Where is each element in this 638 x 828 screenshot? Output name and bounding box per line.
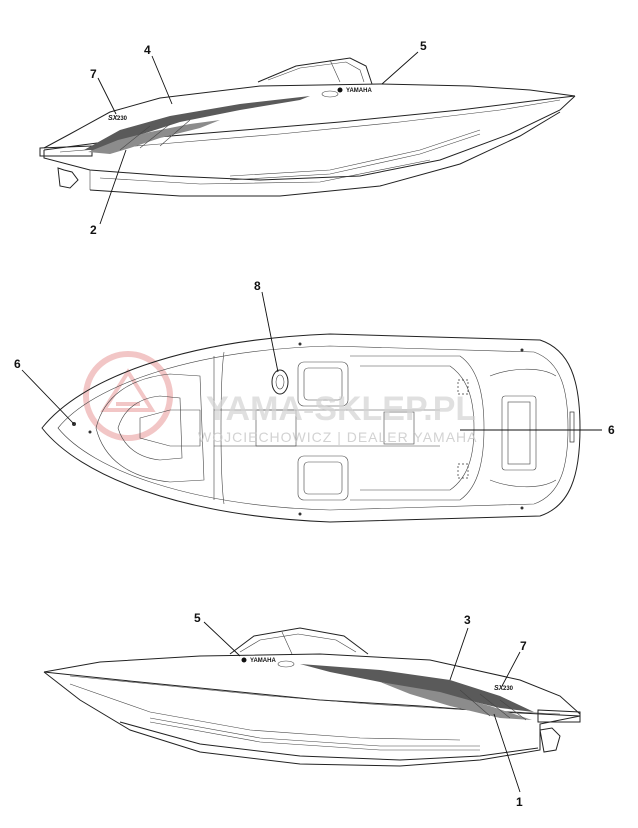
callout-2-top: 2 xyxy=(90,223,97,237)
callout-6-plan-bow: 6 xyxy=(14,357,21,371)
model-badge-stbd: SX xyxy=(494,685,505,692)
watermark-logo-icon xyxy=(83,351,173,441)
callout-7-stbd: 7 xyxy=(520,639,527,653)
decal-stripe-lower-stbd xyxy=(380,682,532,720)
decal-stripe-upper-stbd xyxy=(300,664,534,712)
brand-label-top: YAMAHA xyxy=(346,88,372,94)
callout-7-top: 7 xyxy=(90,67,97,81)
side-view-port: YAMAHA SX 230 7 4 5 2 xyxy=(39,39,576,237)
callout-5-stbd: 5 xyxy=(194,611,201,625)
callout-5-top: 5 xyxy=(420,39,427,53)
callout-1-stbd: 1 xyxy=(516,795,523,809)
brand-label-stbd: YAMAHA xyxy=(250,658,276,664)
side-view-starboard: YAMAHA SX 230 5 3 7 1 xyxy=(43,611,581,809)
model-suffix-top: 230 xyxy=(117,116,128,122)
yamaha-emblem-icon xyxy=(337,87,343,93)
model-suffix-stbd: 230 xyxy=(503,686,514,692)
callout-6-plan-stern: 6 xyxy=(608,423,615,437)
callout-8-plan: 8 xyxy=(254,279,261,293)
watermark-main: YAMA-SKLEP.PL xyxy=(206,390,476,428)
watermark-sub: WOJCIECHOWICZ | DEALER YAMAHA xyxy=(198,429,477,445)
model-badge-top: SX xyxy=(108,115,119,122)
plan-view: YAMA-SKLEP.PL WOJCIECHOWICZ | DEALER YAM… xyxy=(14,279,615,523)
yamaha-emblem-stbd-icon xyxy=(241,657,247,663)
callout-3-stbd: 3 xyxy=(464,613,471,627)
steering-wheel xyxy=(271,369,289,395)
callout-4-top: 4 xyxy=(144,43,151,57)
